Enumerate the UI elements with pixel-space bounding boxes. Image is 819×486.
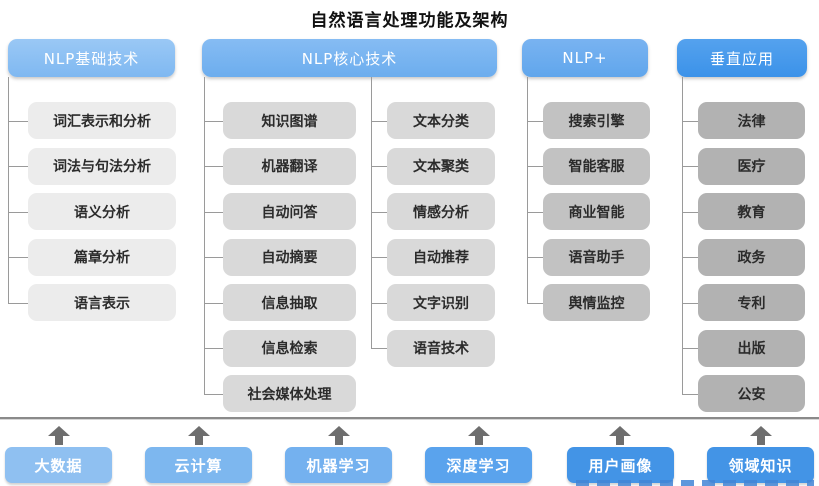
foundation-divider: [0, 417, 819, 419]
tree-node: 情感分析: [371, 193, 495, 230]
foundation-box: 机器学习: [285, 447, 392, 483]
foundation-box: 领域知识: [707, 447, 814, 483]
connector-vline-col2-right: [371, 77, 372, 348]
tree-node: 信息检索: [204, 329, 356, 367]
tree-node: 知识图谱: [204, 102, 356, 139]
header-nlp-core: NLP核心技术: [202, 39, 497, 77]
header-nlp-basics: NLP基础技术: [8, 39, 175, 77]
foundation-divider-shadow: [0, 419, 819, 420]
tree-node: 商业智能: [527, 193, 650, 230]
tree-node: 教育: [682, 193, 805, 230]
tree-node: 出版: [682, 329, 805, 367]
foundation-box: 云计算: [145, 447, 252, 483]
up-arrow-icon: [187, 426, 210, 445]
tree-node: 政务: [682, 238, 805, 276]
up-arrow-icon: [609, 426, 631, 445]
tree-node: 法律: [682, 102, 805, 139]
tree-node: 信息抽取: [204, 284, 356, 321]
foundation-box: 深度学习: [425, 447, 532, 483]
tree-node: 智能客服: [527, 147, 650, 185]
watermark-remnant: [576, 480, 814, 486]
tree-node: 机器翻译: [204, 147, 356, 185]
diagram-title: 自然语言处理功能及架构: [310, 11, 509, 31]
tree-node: 文字识别: [371, 284, 495, 321]
foundation-box: 大数据: [5, 447, 112, 483]
tree-node: 搜索引擎: [527, 102, 650, 139]
tree-node: 文本分类: [371, 102, 495, 139]
tree-node: 舆情监控: [527, 284, 650, 321]
tree-node: 语言表示: [8, 284, 176, 321]
tree-node: 语音技术: [371, 329, 495, 367]
tree-node: 词汇表示和分析: [8, 102, 176, 139]
header-vertical-apps: 垂直应用: [677, 39, 807, 77]
up-arrow-icon: [750, 426, 772, 445]
tree-node: 篇章分析: [8, 238, 176, 276]
up-arrow-icon: [47, 426, 70, 445]
connector-vline-col3: [527, 77, 528, 303]
tree-node: 文本聚类: [371, 147, 495, 185]
connector-vline-col2-left: [204, 77, 205, 394]
tree-node: 自动推荐: [371, 238, 495, 276]
connector-vline-col4: [682, 77, 683, 394]
tree-node: 语音助手: [527, 238, 650, 276]
tree-node: 社会媒体处理: [204, 375, 356, 412]
up-arrow-icon: [467, 426, 490, 445]
tree-node: 语义分析: [8, 193, 176, 230]
tree-node: 自动摘要: [204, 238, 356, 276]
tree-node: 自动问答: [204, 193, 356, 230]
connector-vline-col1: [8, 77, 9, 303]
tree-node: 词法与句法分析: [8, 147, 176, 185]
up-arrow-icon: [327, 426, 350, 445]
header-nlp-plus: NLP+: [522, 39, 648, 77]
tree-node: 医疗: [682, 147, 805, 185]
foundation-box: 用户画像: [567, 447, 674, 483]
tree-node: 公安: [682, 375, 805, 412]
tree-node: 专利: [682, 284, 805, 321]
